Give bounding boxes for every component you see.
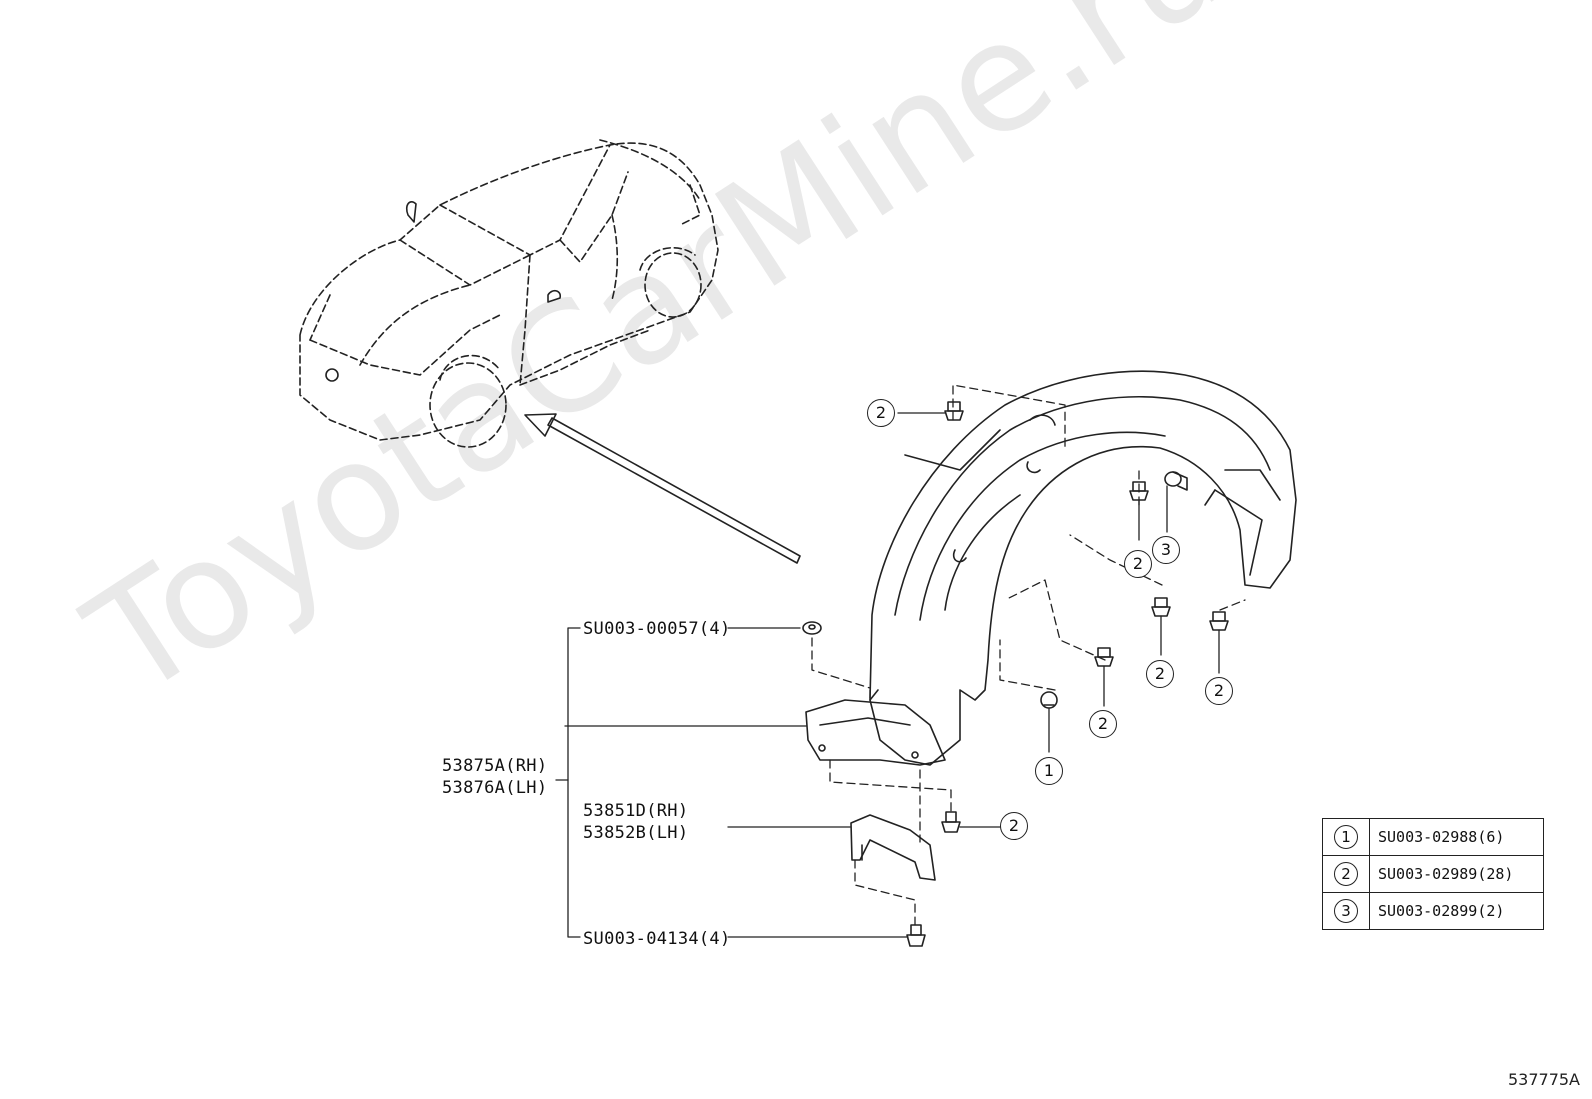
callout-2: 2 xyxy=(1205,677,1233,705)
emblem-icon xyxy=(325,368,339,382)
legend-code: SU003-02988(6) xyxy=(1369,818,1544,856)
callout-2: 2 xyxy=(1000,812,1028,840)
fender-liner xyxy=(805,370,1297,766)
label-53876a-lh: 53876A(LH) xyxy=(442,778,548,798)
clip-icon xyxy=(1209,611,1229,631)
callout-2: 2 xyxy=(867,399,895,427)
legend-number: 2 xyxy=(1334,862,1358,886)
bracket xyxy=(850,814,936,881)
legend-table: 1 SU003-02988(6) 2 SU003-02989(28) 3 SU0… xyxy=(1322,818,1544,930)
legend-row: 3 SU003-02899(2) xyxy=(1322,892,1544,930)
diagram-id: 537775A xyxy=(1507,1070,1580,1089)
location-arrow xyxy=(524,413,801,564)
legend-code: SU003-02899(2) xyxy=(1369,892,1544,930)
pin-icon xyxy=(1040,691,1058,709)
car-outline xyxy=(299,139,719,448)
leader-lines xyxy=(555,412,1220,938)
clip-icon xyxy=(944,401,964,421)
legend-code: SU003-02989(28) xyxy=(1369,855,1544,893)
mirror-icon xyxy=(405,201,417,223)
callout-3: 3 xyxy=(1152,536,1180,564)
legend-number: 3 xyxy=(1334,899,1358,923)
label-53875a-rh: 53875A(RH) xyxy=(442,756,548,776)
callout-2: 2 xyxy=(1146,660,1174,688)
clip-icon xyxy=(1151,597,1171,617)
callout-2: 2 xyxy=(1124,550,1152,578)
label-su003-00057: SU003-00057(4) xyxy=(583,619,731,639)
bolt-icon xyxy=(941,811,961,833)
assembly-lines xyxy=(811,384,1246,926)
clip-icon xyxy=(1094,647,1114,667)
washer-icon xyxy=(802,621,822,635)
bolt-icon xyxy=(906,924,926,947)
label-su003-04134: SU003-04134(4) xyxy=(583,929,731,949)
label-53851d-rh: 53851D(RH) xyxy=(583,801,689,821)
legend-row: 1 SU003-02988(6) xyxy=(1322,818,1544,856)
label-53852b-lh: 53852B(LH) xyxy=(583,823,689,843)
legend-row: 2 SU003-02989(28) xyxy=(1322,855,1544,893)
grommet-icon xyxy=(1164,471,1188,491)
callout-2: 2 xyxy=(1089,710,1117,738)
legend-number: 1 xyxy=(1334,825,1358,849)
callout-1: 1 xyxy=(1035,757,1063,785)
fasteners xyxy=(802,401,1229,947)
